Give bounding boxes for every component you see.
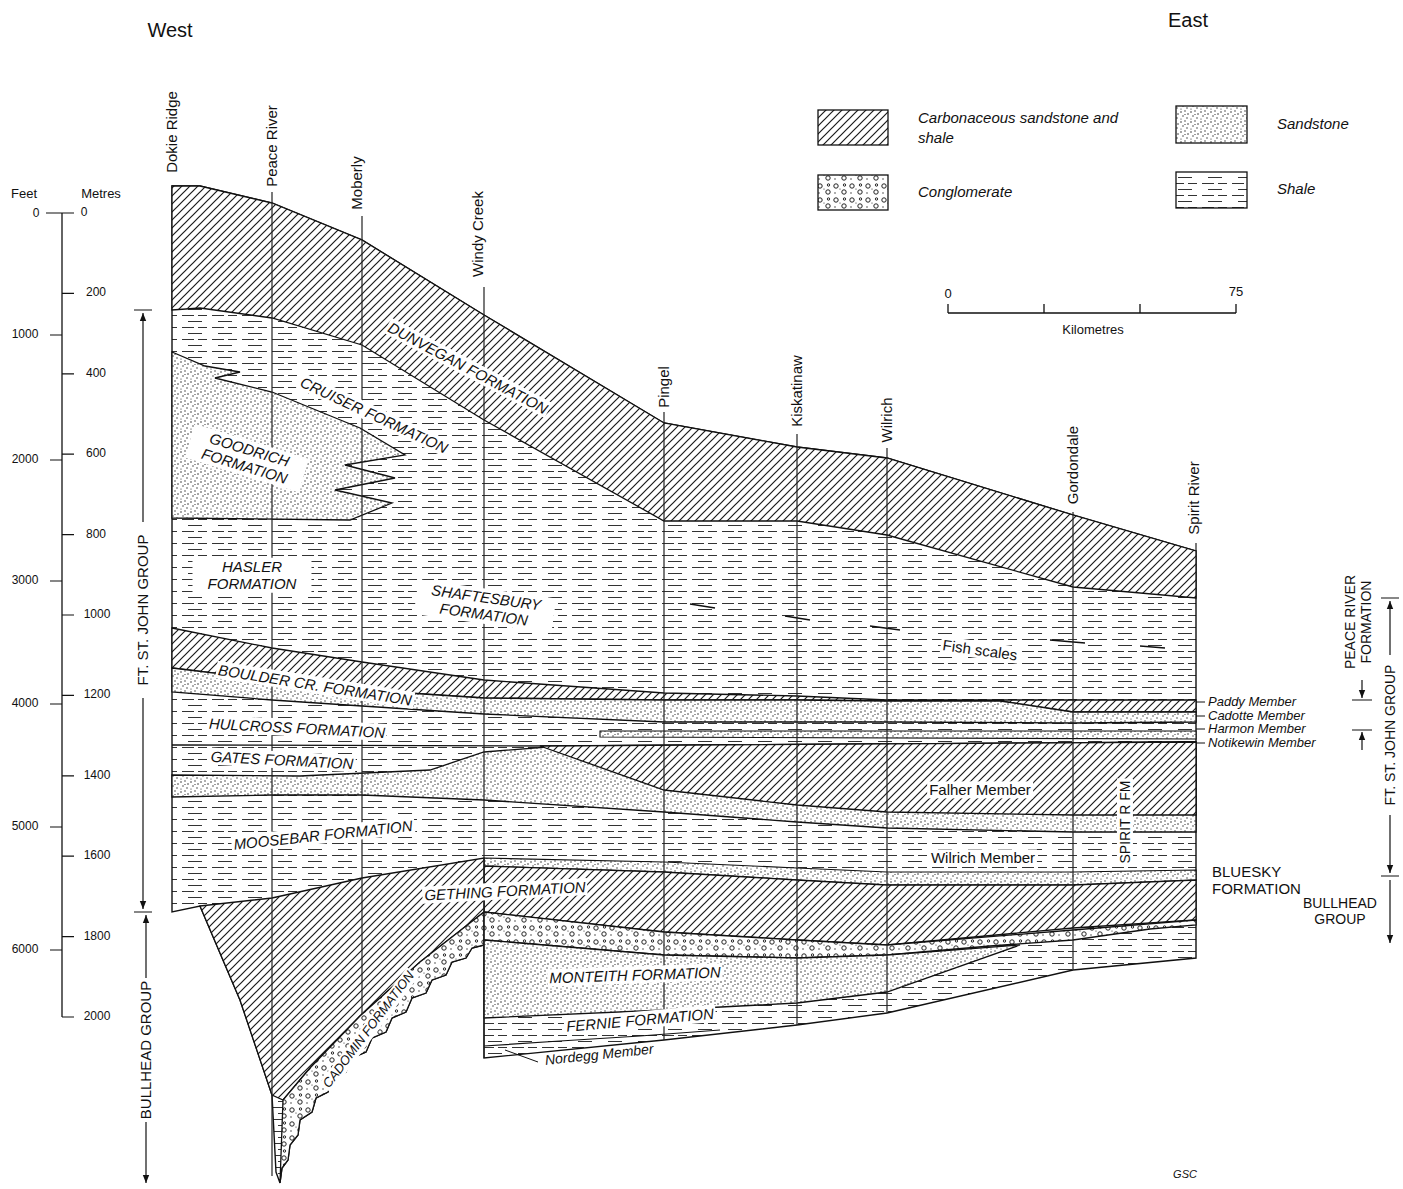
well-name: Windy Creek [469,191,486,277]
formation-label: GOODRICH FORMATION [185,424,309,492]
legend-swatch [1176,106,1247,143]
bracket [142,313,143,522]
formation-label: MONTEITH FORMATION [547,963,723,986]
formation-label: MOOSEBAR FORMATION [231,817,416,853]
formation-label: CADOMIN FORMATION [319,967,419,1093]
formation-label: BLUESKY FORMATION [1212,863,1332,898]
group-label: BULLHEAD GROUP [137,981,154,1119]
legend-text: Sandstone [1277,114,1349,134]
member-label: Paddy Member [1208,695,1296,710]
well-name: Spirit River [1185,461,1202,534]
carbonaceous-unit [540,742,1196,815]
well-name: Wilrich [878,398,895,443]
well-line [272,192,1196,1176]
axis-tick: 4000 [12,697,39,711]
carbonaceous-unit [172,186,1196,598]
scale-label: Kilometres [1062,323,1123,338]
sandstone-unit [172,742,1196,832]
axis-tick: 1600 [84,849,111,863]
formation-label: SHAFTESBURY FORMATION [414,579,556,633]
axis-tick: 1800 [84,930,111,944]
scale-label: 75 [1229,285,1243,300]
bracket [1389,880,1390,943]
axis-tick: 5000 [12,820,39,834]
legend-swatch [1176,172,1247,208]
formation-label: BOULDER CR. FORMATION [215,661,415,709]
formation-label: DUNVEGAN FORMATION [384,318,553,419]
legend-swatch [818,175,888,210]
group-label: BULLHEAD GROUP [1290,895,1390,927]
bracket [145,1122,146,1183]
well-name: Dokie Ridge [163,91,180,173]
group-label: FT. ST. JOHN GROUP [134,535,151,686]
axis-tick: 0 [33,207,40,221]
member-label: Wilrich Member [929,849,1037,866]
bracket [142,698,143,909]
axis-title: Metres [81,187,121,202]
sandstone-unit [172,352,405,520]
bracket [134,310,152,912]
contact-line [484,1030,720,1046]
leader-line [505,1050,538,1062]
conglomerate-unit [280,912,484,1183]
bracket [145,915,146,978]
member-label: Notikewin Member [1208,736,1316,751]
axis-tick: 200 [86,286,106,300]
member-label: Nordegg Member [544,1041,654,1068]
bracket [1389,601,1390,655]
legend-swatch [818,110,888,145]
scale-label: 0 [944,287,951,302]
well-name: Peace River [263,105,280,187]
axis-tick: 3000 [12,574,39,588]
well-name: Moberly [348,156,365,209]
legend-text: Shale [1277,179,1315,199]
note-label: Fish scales [940,636,1021,664]
formation-label: PEACE RIVER FORMATION [1342,565,1374,680]
formation-label: GETHING FORMATION [422,878,588,904]
member-label: Harmon Member [1208,722,1306,737]
axis-tick: 600 [86,447,106,461]
axis-tick: 1000 [12,328,39,342]
member-label: Falher Member [927,781,1033,798]
metre-ticks [62,213,74,1017]
legend-text: Conglomerate [918,182,1012,202]
fish-scale-marks [690,604,1165,648]
scale-bar [948,304,1236,313]
axis-title: Feet [11,187,37,202]
axis-tick: 1400 [84,769,111,783]
axis-tick: 6000 [12,943,39,957]
formation-label: GATES FORMATION [208,748,355,773]
formation-label: HULCROSS FORMATION [206,715,387,742]
direction-label: East [1168,9,1208,32]
axis-tick: 1200 [84,688,111,702]
group-label: FT. ST. JOHN GROUP [1382,665,1398,806]
axis-tick: 800 [86,528,106,542]
well-name: Gordondale [1064,426,1081,504]
well-name: Kiskatinaw [788,355,805,427]
formation-label: SPIRIT R FM [1117,779,1133,866]
axis-tick: 400 [86,367,106,381]
well-name: Pingel [655,366,672,408]
bracket [1361,680,1362,698]
bracket [1361,732,1362,750]
formation-label: HASLER FORMATION [193,558,312,593]
legend-text: Carbonaceous sandstone and shale [918,108,1128,147]
sandstone-unit [600,731,1196,739]
bracket [1389,815,1390,873]
axis-tick: 2000 [84,1010,111,1024]
feet-ticks [46,213,62,950]
leader-line [1196,702,1205,743]
formation-label: FERNIE FORMATION [564,1005,717,1035]
source-label: GSC [1173,1168,1197,1181]
axis-tick: 2000 [12,453,39,467]
formation-label: CRUISER FORMATION [296,372,452,457]
sandstone-unit [484,940,1020,1018]
axis-tick: 0 [81,206,88,220]
shale-unit [172,186,1196,1183]
axis-tick: 1000 [84,608,111,622]
direction-label: West [147,19,192,42]
